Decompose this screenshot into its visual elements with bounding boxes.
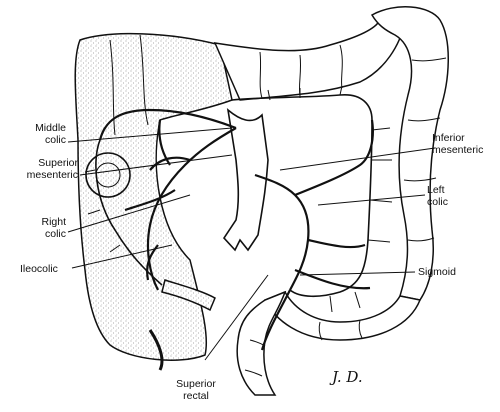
transverse-colon (213, 19, 406, 101)
label-ileocolic: Ileocolic (20, 263, 58, 275)
sigmoid-colon (263, 291, 422, 341)
vasa-recta (84, 85, 393, 313)
terminal-ileum (161, 279, 216, 312)
marginal-artery-right (95, 139, 163, 286)
label-middle-colic: Middle colic (35, 122, 66, 146)
artist-signature: J. D. (332, 368, 363, 386)
superior-mesenteric-arteries (98, 108, 237, 291)
label-inferior-mesenteric: Inferior mesenteric (432, 132, 484, 156)
appendix (148, 329, 164, 371)
label-superior-mesenteric: Superior mesenteric (26, 157, 78, 181)
label-right-colic: Right colic (41, 216, 66, 240)
marginal-artery-left (231, 94, 373, 298)
aorta (222, 108, 269, 252)
cut-duodenum (85, 152, 131, 198)
label-left-colic: Left colic (427, 184, 449, 208)
haustra-lines (109, 34, 447, 377)
label-sigmoid: Sigmoid (418, 266, 456, 278)
label-superior-rectal: Superior rectal (176, 378, 216, 402)
leader-lines (67, 127, 436, 361)
ascending-colon-stippled (74, 32, 233, 361)
